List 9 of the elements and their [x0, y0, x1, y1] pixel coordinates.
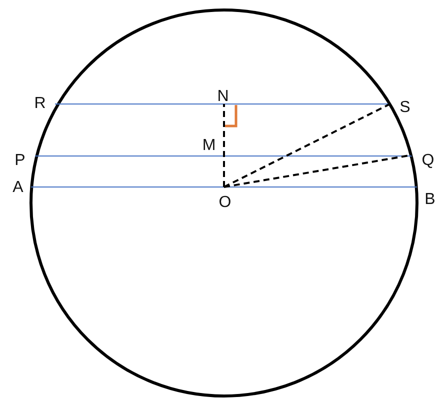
- point-label: Q: [422, 153, 434, 169]
- point-label: A: [12, 180, 24, 196]
- point-label: P: [14, 153, 26, 169]
- point-label: S: [400, 100, 410, 116]
- point-label: M: [202, 138, 216, 154]
- point-label: O: [218, 195, 232, 211]
- point-label: R: [34, 96, 46, 112]
- point-label: N: [217, 89, 229, 105]
- point-label: B: [424, 192, 436, 208]
